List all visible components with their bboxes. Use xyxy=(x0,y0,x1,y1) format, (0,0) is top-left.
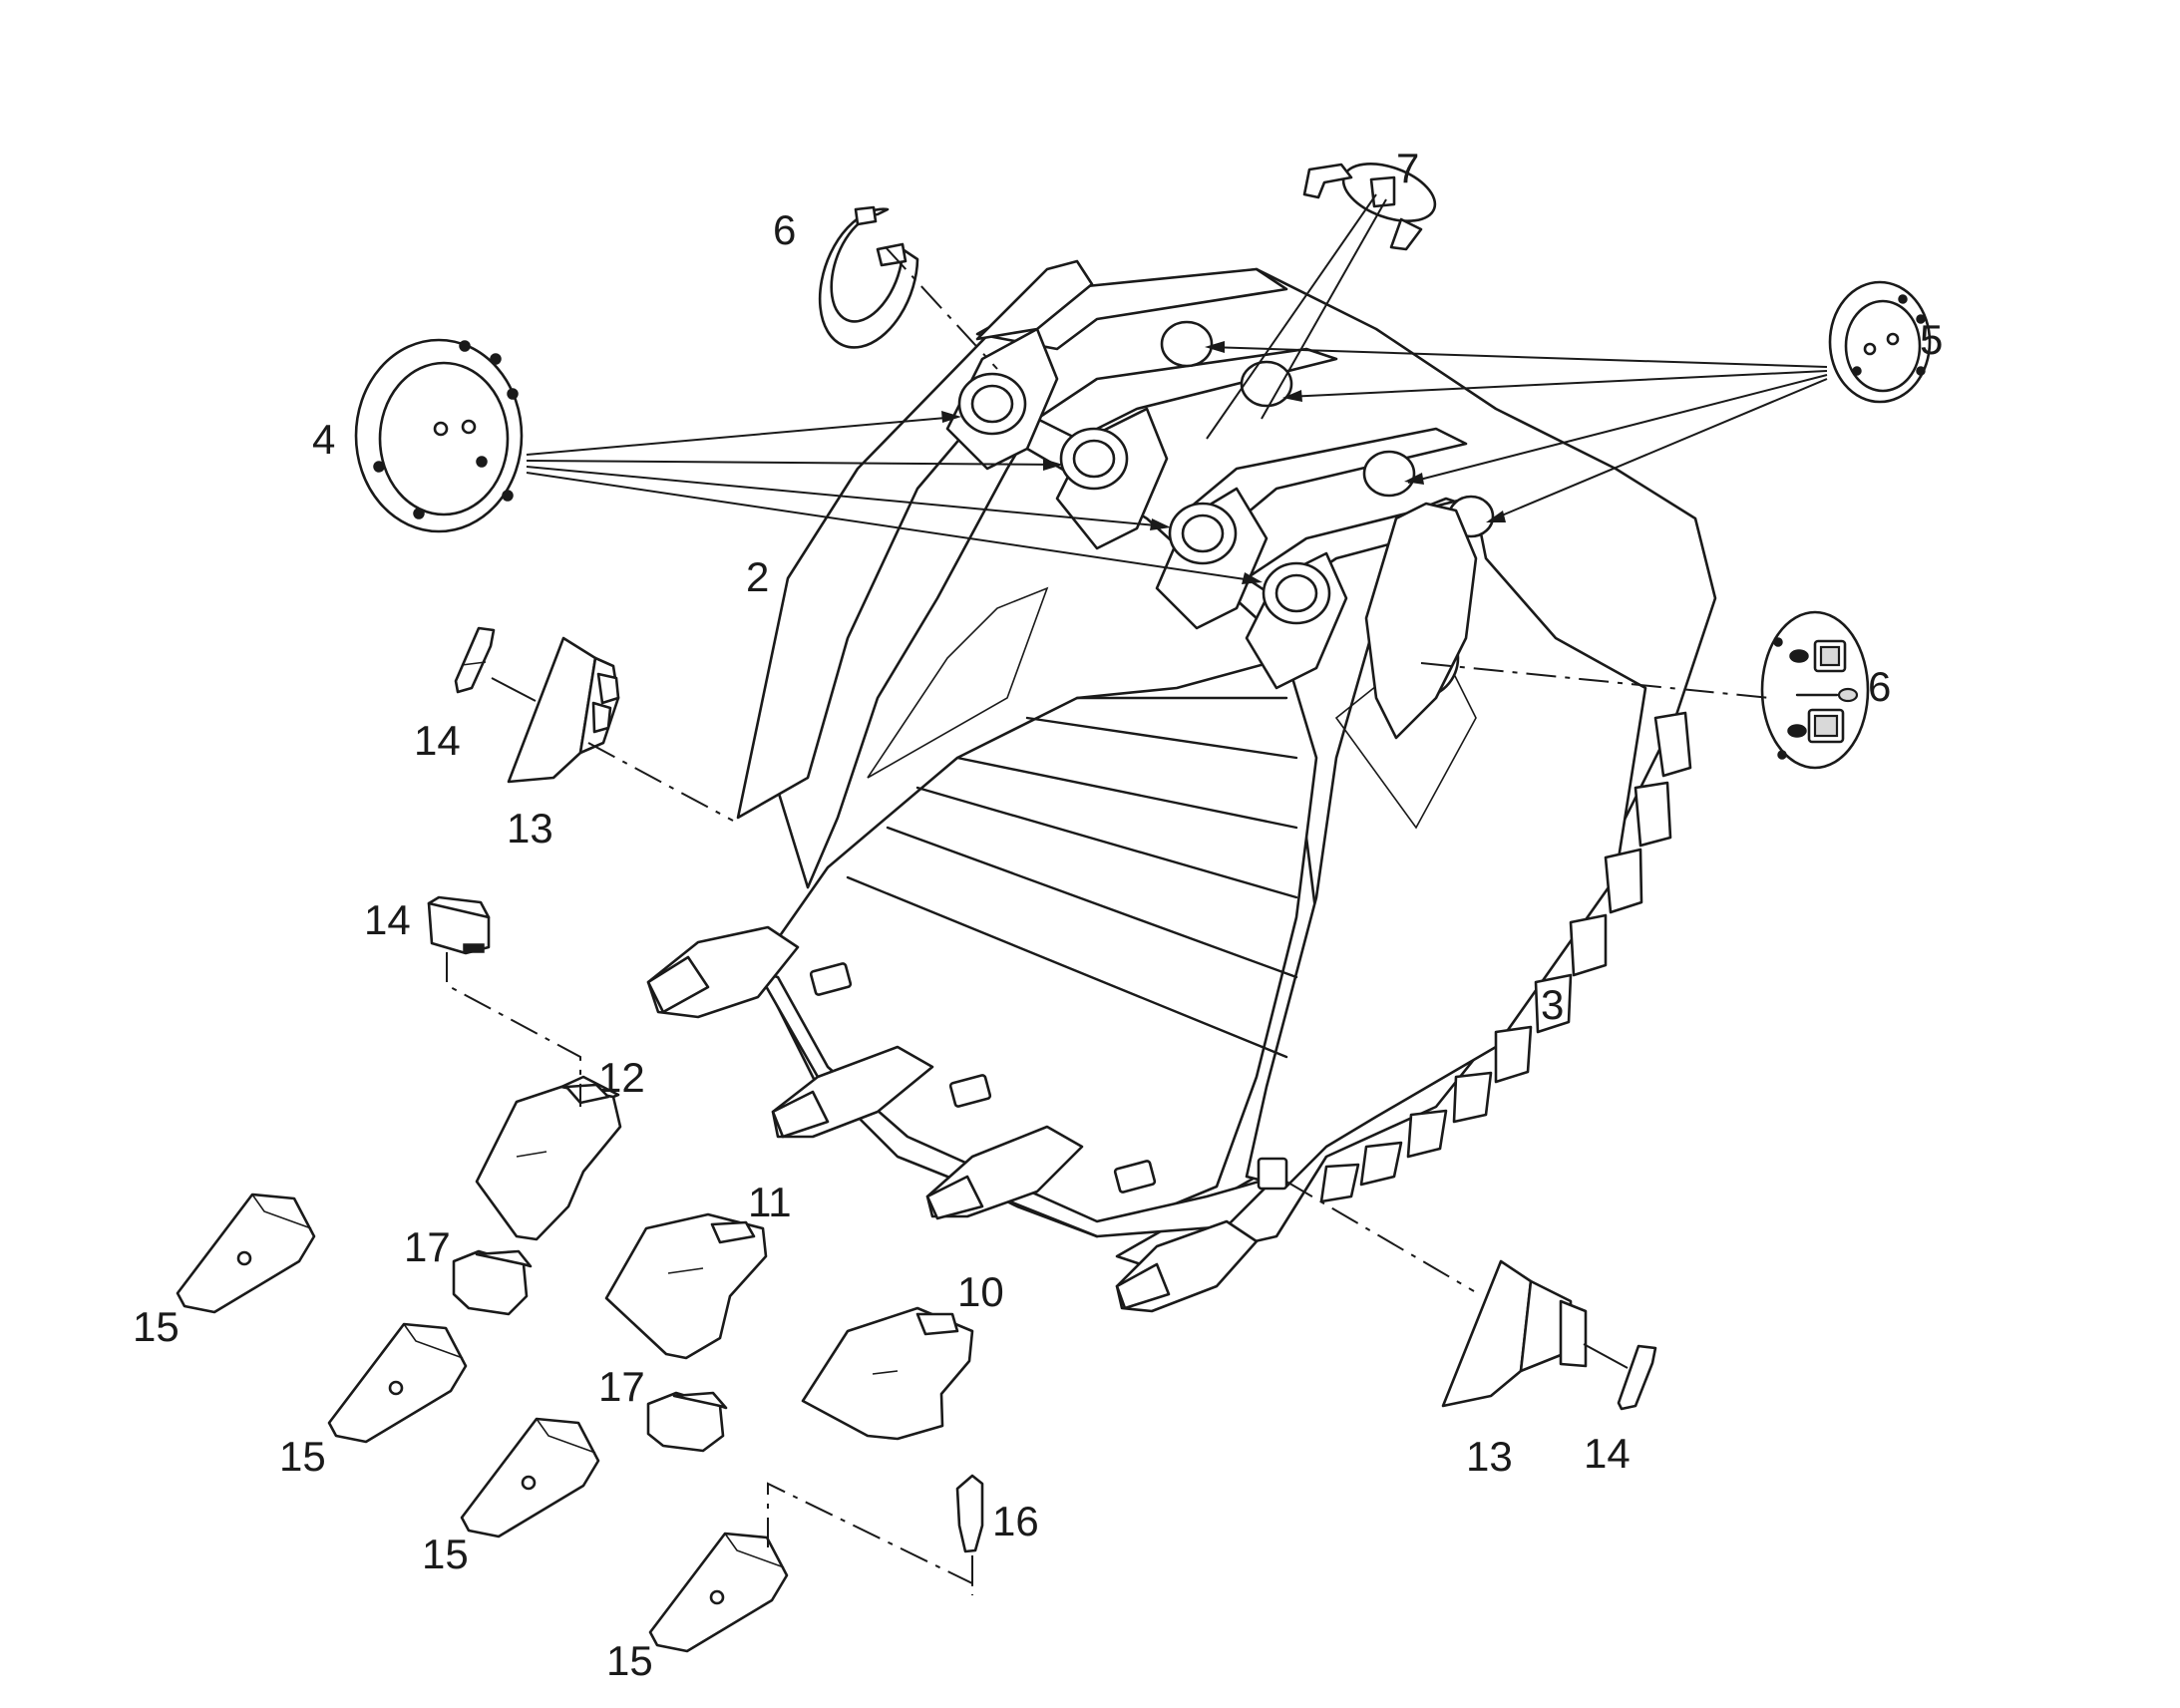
tooth-adapter-part12 xyxy=(475,1075,622,1241)
callout-11: 11 xyxy=(748,1179,792,1225)
callout-15-2: 15 xyxy=(279,1433,326,1480)
callout-15-1: 15 xyxy=(133,1303,180,1350)
pin-part14-lower xyxy=(1617,1344,1657,1411)
callout-15-3: 15 xyxy=(422,1531,469,1577)
leader-lines xyxy=(446,193,1828,1595)
pin-part16 xyxy=(955,1474,984,1553)
retainer-block-part17-upper xyxy=(452,1249,533,1316)
retainer-block-part17-lower xyxy=(646,1391,728,1453)
callout-15-4: 15 xyxy=(606,1637,653,1684)
lip-adapters xyxy=(646,925,1288,1313)
callout-12: 12 xyxy=(598,1054,645,1101)
side-cutter-part13-right xyxy=(1441,1259,1588,1408)
callout-3: 3 xyxy=(1541,981,1564,1028)
callout-14-upper: 14 xyxy=(414,717,461,764)
tooth-adapter-part10 xyxy=(801,1306,974,1441)
callout-13-left: 13 xyxy=(507,805,553,852)
callout-14-right: 14 xyxy=(1584,1430,1631,1477)
pin-bushings xyxy=(957,320,1495,625)
callout-13-right: 13 xyxy=(1466,1433,1513,1480)
bucket-linkage-ears xyxy=(945,259,1495,740)
retainer-clip-part7 xyxy=(1302,163,1437,251)
tooth-adapter-part11 xyxy=(604,1212,768,1360)
callout-7: 7 xyxy=(1396,145,1419,191)
callout-17-lower: 17 xyxy=(598,1363,645,1410)
retainer-ring-part6-upper xyxy=(818,205,919,349)
callout-10: 10 xyxy=(957,1268,1004,1315)
pin-part14-upper xyxy=(454,626,496,694)
pin-cover-plate-part4 xyxy=(354,338,524,533)
callout-6-right: 6 xyxy=(1868,663,1891,710)
decal-plate-part6-right xyxy=(1760,610,1870,770)
bucket-tooth-part15-4 xyxy=(648,1532,789,1653)
callout-17-upper: 17 xyxy=(404,1223,451,1270)
side-cutter-part13-left xyxy=(507,636,620,784)
pin-cover-plate-part5 xyxy=(1828,280,1932,404)
callout-6-upper: 6 xyxy=(773,206,796,253)
side-wear-plates xyxy=(1319,711,1692,1203)
callout-16: 16 xyxy=(992,1498,1039,1544)
callout-labels: 2 3 4 5 6 6 7 10 11 12 13 13 14 14 14 15… xyxy=(133,145,1943,1684)
callout-5: 5 xyxy=(1920,316,1943,363)
bucket-tooth-part15-3 xyxy=(460,1417,600,1538)
bucket-body xyxy=(736,262,1717,1268)
bucket-tooth-part15-2 xyxy=(327,1322,468,1444)
bucket-tooth-part15-1 xyxy=(176,1193,316,1314)
callout-14-middle: 14 xyxy=(364,896,411,943)
callout-2: 2 xyxy=(746,553,769,600)
lock-part14-middle xyxy=(427,895,491,955)
callout-4: 4 xyxy=(312,416,335,463)
